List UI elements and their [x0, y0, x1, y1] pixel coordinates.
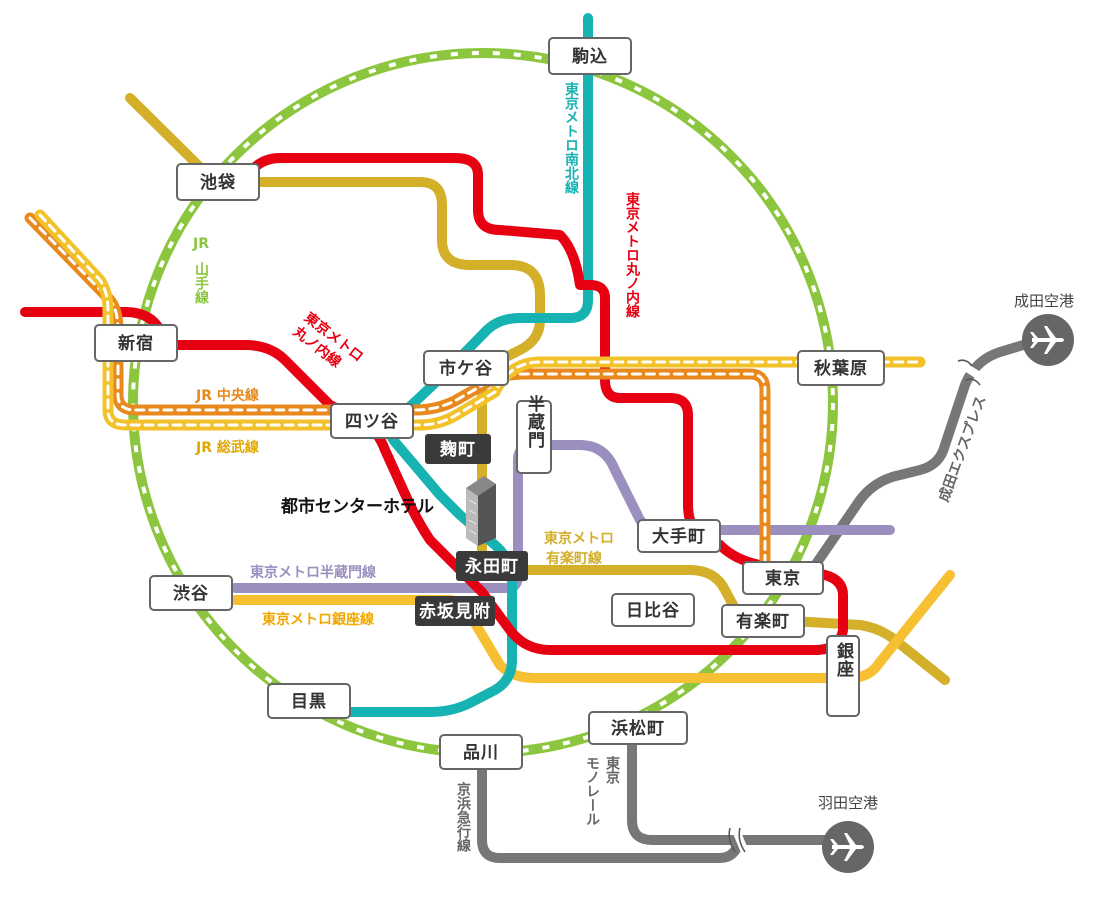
keikyu-line-label: 京浜急行線 — [455, 781, 472, 853]
svg-text:駒込: 駒込 — [572, 46, 608, 67]
station-meguro[interactable]: 目黒 — [267, 683, 351, 719]
svg-text:秋葉原: 秋葉原 — [814, 358, 868, 379]
yamanote-line-label-2: 山手線 — [193, 262, 209, 305]
hotel-name: 都市センターホテル — [280, 496, 434, 517]
stations: 駒込 池袋 新宿 市ケ谷 秋葉原 四ツ谷 麹町 半蔵門 — [94, 37, 885, 770]
namboku-line-label: 東京メトロ南北線 — [563, 81, 579, 195]
station-hanzomon[interactable]: 半蔵門 — [516, 394, 552, 474]
svg-text:日比谷: 日比谷 — [626, 600, 680, 621]
svg-text:有楽町: 有楽町 — [736, 611, 790, 632]
yurakucho-line-label-2: 有楽町線 — [546, 550, 602, 567]
gray-lines — [477, 335, 1045, 863]
svg-text:池袋: 池袋 — [200, 172, 236, 193]
station-ichigaya[interactable]: 市ケ谷 — [423, 350, 509, 386]
station-otemachi[interactable]: 大手町 — [637, 519, 721, 553]
yurakucho-line-label-1: 東京メトロ — [544, 530, 614, 547]
station-komagome[interactable]: 駒込 — [548, 37, 632, 75]
hotel[interactable]: 都市センターホテル — [280, 476, 496, 546]
line-break-strokes — [728, 359, 981, 853]
svg-text:新宿: 新宿 — [118, 333, 154, 354]
svg-text:目黒: 目黒 — [291, 692, 327, 712]
station-akihabara[interactable]: 秋葉原 — [797, 350, 885, 386]
station-nagatacho[interactable]: 永田町 — [456, 551, 528, 581]
airplane-icon — [1030, 326, 1064, 354]
airport-narita[interactable]: 成田空港 — [1014, 292, 1074, 366]
svg-text:浜松町: 浜松町 — [611, 718, 665, 739]
monorail-line — [627, 725, 843, 845]
haneda-label: 羽田空港 — [818, 794, 878, 812]
svg-text:赤坂見附: 赤坂見附 — [419, 601, 491, 622]
monorail-label-1: 東京 — [604, 755, 620, 785]
station-yotsuya[interactable]: 四ツ谷 — [330, 403, 414, 439]
station-yurakucho[interactable]: 有楽町 — [721, 604, 805, 638]
building-icon — [466, 476, 496, 546]
svg-text:東京: 東京 — [765, 568, 801, 589]
svg-text:大手町: 大手町 — [652, 526, 706, 547]
station-hibiya[interactable]: 日比谷 — [611, 593, 695, 627]
station-shibuya[interactable]: 渋谷 — [149, 575, 233, 611]
namboku-line — [335, 13, 593, 717]
station-ikebukuro[interactable]: 池袋 — [176, 163, 260, 201]
airplane-icon — [830, 833, 864, 861]
sobu-line-label: JR 総武線 — [195, 439, 259, 456]
monorail-label-2: モノレール — [584, 756, 600, 826]
hanzomon-line-label: 東京メトロ半蔵門線 — [250, 564, 376, 581]
svg-text:市ケ谷: 市ケ谷 — [439, 358, 493, 379]
station-ginza[interactable]: 銀座 — [826, 635, 860, 717]
ginza-line-label: 東京メトロ銀座線 — [262, 611, 374, 628]
svg-text:麹町: 麹町 — [439, 439, 476, 460]
marunouchi-line-label-right: 東京メトロ丸ノ内線 — [624, 191, 641, 319]
chuo-line-label: JR 中央線 — [195, 387, 259, 404]
keikyu-line — [477, 760, 745, 863]
svg-text:四ツ谷: 四ツ谷 — [345, 412, 399, 432]
station-tokyo[interactable]: 東京 — [742, 561, 824, 595]
station-shinagawa[interactable]: 品川 — [439, 734, 523, 770]
svg-text:銀座: 銀座 — [833, 641, 854, 678]
yurakucho-line — [125, 93, 950, 685]
svg-text:渋谷: 渋谷 — [173, 583, 209, 604]
svg-text:永田町: 永田町 — [464, 556, 519, 577]
airport-haneda[interactable]: 羽田空港 — [818, 794, 878, 873]
svg-text:品川: 品川 — [463, 743, 499, 763]
narita-label: 成田空港 — [1014, 292, 1074, 310]
yamanote-line-label-1: JR — [192, 236, 209, 252]
station-akasakamitsuke[interactable]: 赤坂見附 — [415, 596, 495, 626]
svg-text:半蔵門: 半蔵門 — [524, 394, 545, 449]
narita-express-line — [800, 335, 1045, 585]
station-shinjuku[interactable]: 新宿 — [94, 324, 178, 362]
station-kojimachi[interactable]: 麹町 — [425, 434, 491, 464]
station-hamamatsucho[interactable]: 浜松町 — [588, 711, 688, 745]
